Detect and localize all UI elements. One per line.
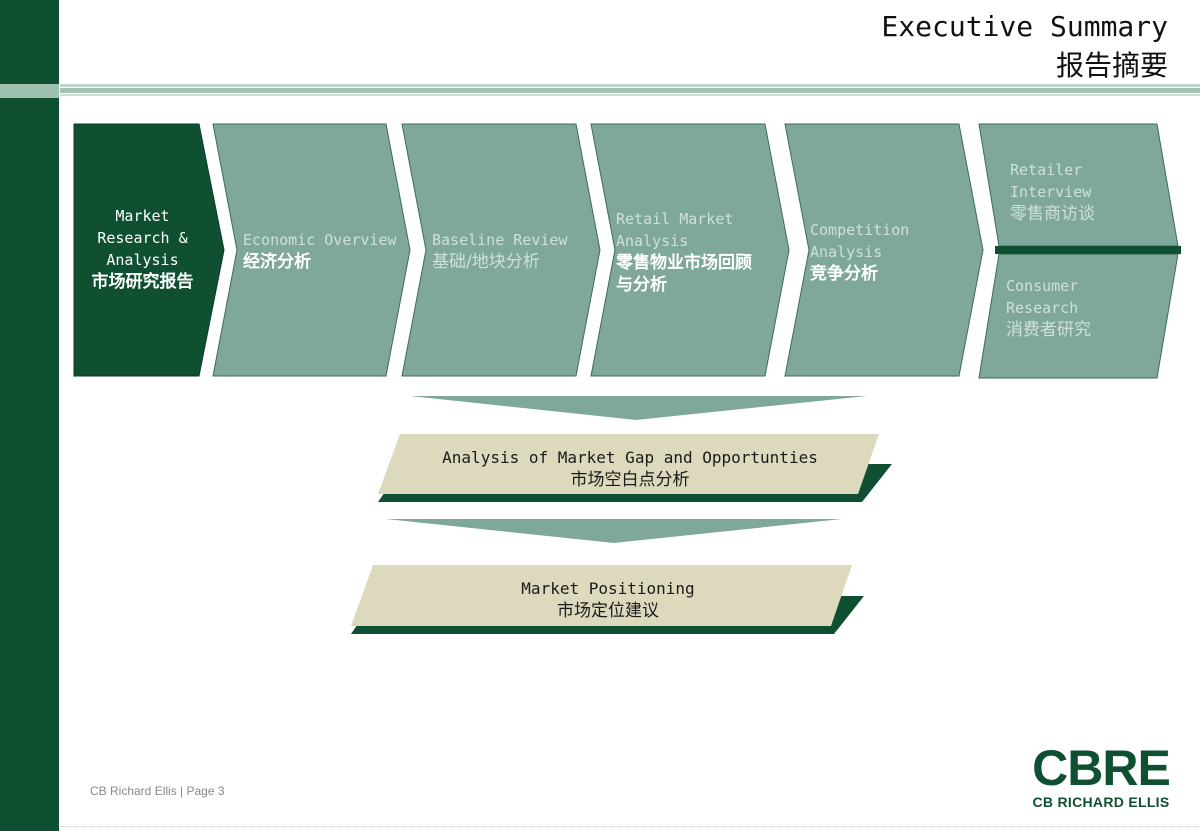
logo-mark: CBRE xyxy=(1032,740,1171,796)
result-label-market-gap: Analysis of Market Gap and Opportunties … xyxy=(442,448,818,490)
header-divider-bands xyxy=(60,84,1200,98)
step-label-consumer-research: Consumer Research 消费者研究 xyxy=(1006,277,1091,340)
step-label-competition: Competition Analysis 竞争分析 xyxy=(810,221,910,284)
step-shape-2 xyxy=(212,123,411,377)
step-label-market-research: Market Research & Analysis 市场研究报告 xyxy=(91,207,194,292)
left-accent-stripe xyxy=(0,84,59,98)
left-accent-bar xyxy=(0,0,59,831)
result-label-market-positioning: Market Positioning 市场定位建议 xyxy=(521,579,695,621)
step-shape-4 xyxy=(590,123,790,377)
funnel-arrow-1 xyxy=(410,396,867,420)
step-label-economic-overview: Economic Overview 经济分析 xyxy=(243,231,397,272)
page-title-en: Executive Summary xyxy=(881,10,1168,43)
funnel-arrow-2 xyxy=(386,519,842,543)
step-shape-3 xyxy=(401,123,601,377)
step-label-retail-market: Retail Market Analysis 零售物业市场回顾 与分析 xyxy=(616,210,752,295)
result-bar-2 xyxy=(351,565,852,626)
page-title-cn: 报告摘要 xyxy=(1055,49,1168,82)
step-shape-1 xyxy=(73,123,225,377)
page-footer: CB Richard Ellis | Page 3 xyxy=(90,784,225,798)
logo-company-name: CB RICHARD ELLIS xyxy=(1032,794,1170,810)
bottom-divider xyxy=(60,826,1200,827)
step-label-retailer-interview: Retailer Interview 零售商访谈 xyxy=(1010,161,1095,224)
cbre-logo: CBRE CB RICHARD ELLIS xyxy=(1028,742,1174,810)
step-shape-5 xyxy=(784,123,984,377)
step-label-baseline-review: Baseline Review 基础/地块分析 xyxy=(432,231,568,272)
result-bar-1 xyxy=(378,434,879,494)
split-divider xyxy=(995,246,1181,254)
